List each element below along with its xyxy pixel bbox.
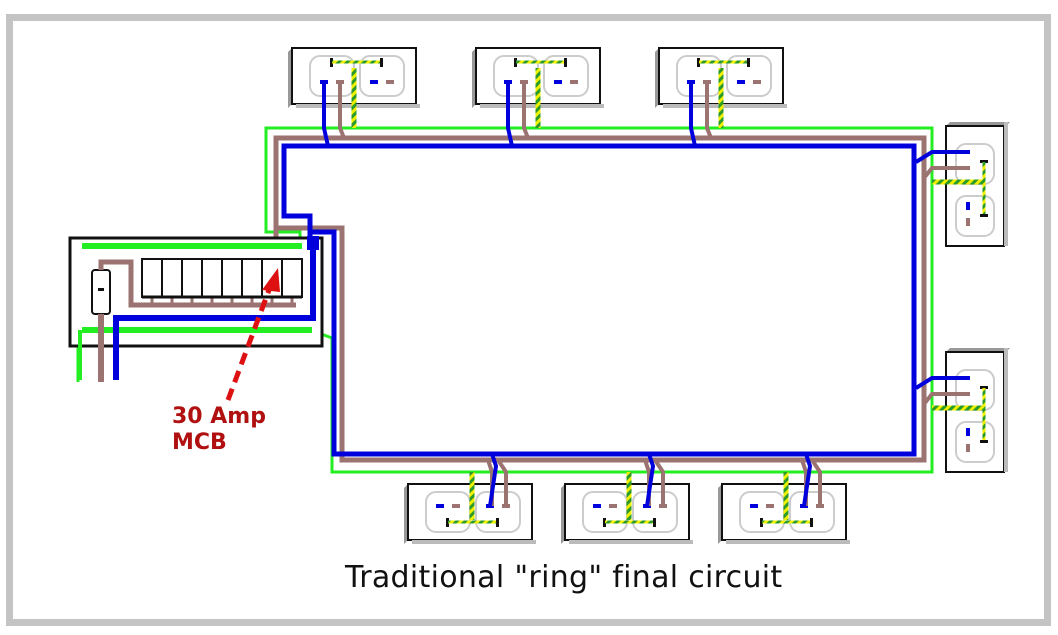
twin-socket — [655, 47, 787, 147]
socket-outlet — [955, 421, 995, 463]
socket-outlet — [543, 55, 589, 97]
twin-socket — [404, 453, 536, 544]
mcb-pointer-arrow — [225, 268, 280, 401]
socket-outlet — [359, 55, 405, 97]
socket-outlet — [726, 55, 772, 97]
mcb-annotation-line1: 30 Amp — [172, 404, 266, 429]
twin-socket — [561, 453, 693, 544]
twin-socket — [472, 47, 604, 147]
socket-outlet — [955, 195, 995, 237]
mcb-annotation-line2: MCB — [172, 430, 227, 455]
diagram-title: Traditional "ring" final circuit — [345, 560, 783, 595]
twin-socket — [718, 453, 850, 544]
main-switch — [91, 269, 111, 315]
twin-socket — [288, 47, 420, 147]
breaker-row — [141, 258, 303, 305]
consumer-unit — [68, 236, 324, 382]
live-ring — [273, 135, 927, 463]
twin-socket — [914, 348, 1010, 473]
twin-socket — [914, 122, 1010, 247]
mcb-annotation: 30 Amp MCB — [172, 404, 266, 456]
neutral-ring — [281, 143, 917, 457]
